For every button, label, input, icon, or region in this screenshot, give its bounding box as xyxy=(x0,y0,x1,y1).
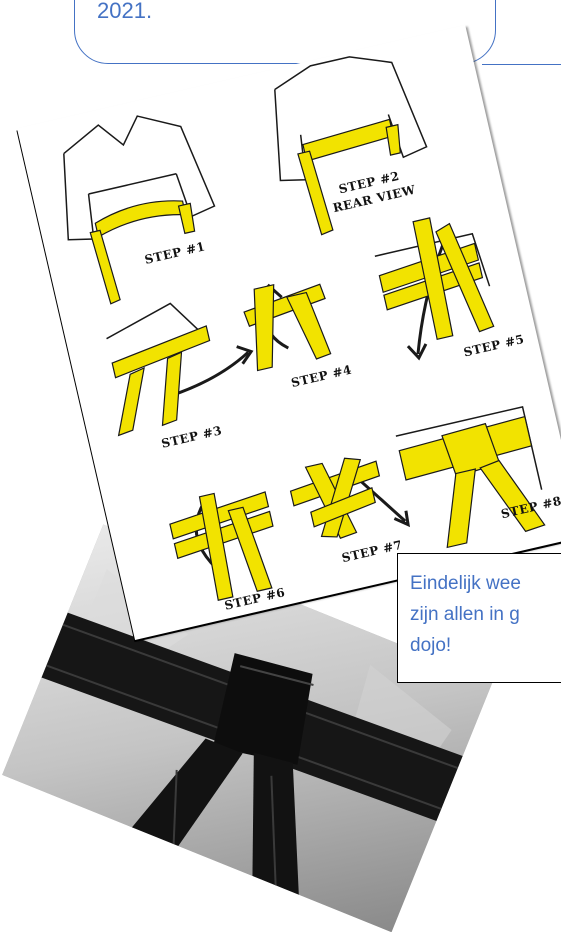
caption-frame: Eindelijk wee zijn allen in g dojo! xyxy=(397,553,561,683)
caption-line-1: Eindelijk wee xyxy=(410,568,561,599)
caption-line-2: zijn allen in g xyxy=(410,599,561,630)
year-text: 2021. xyxy=(97,0,152,24)
header-rule xyxy=(482,64,561,65)
caption-box: Eindelijk wee zijn allen in g dojo! xyxy=(284,553,561,683)
caption-line-3: dojo! xyxy=(410,630,561,661)
